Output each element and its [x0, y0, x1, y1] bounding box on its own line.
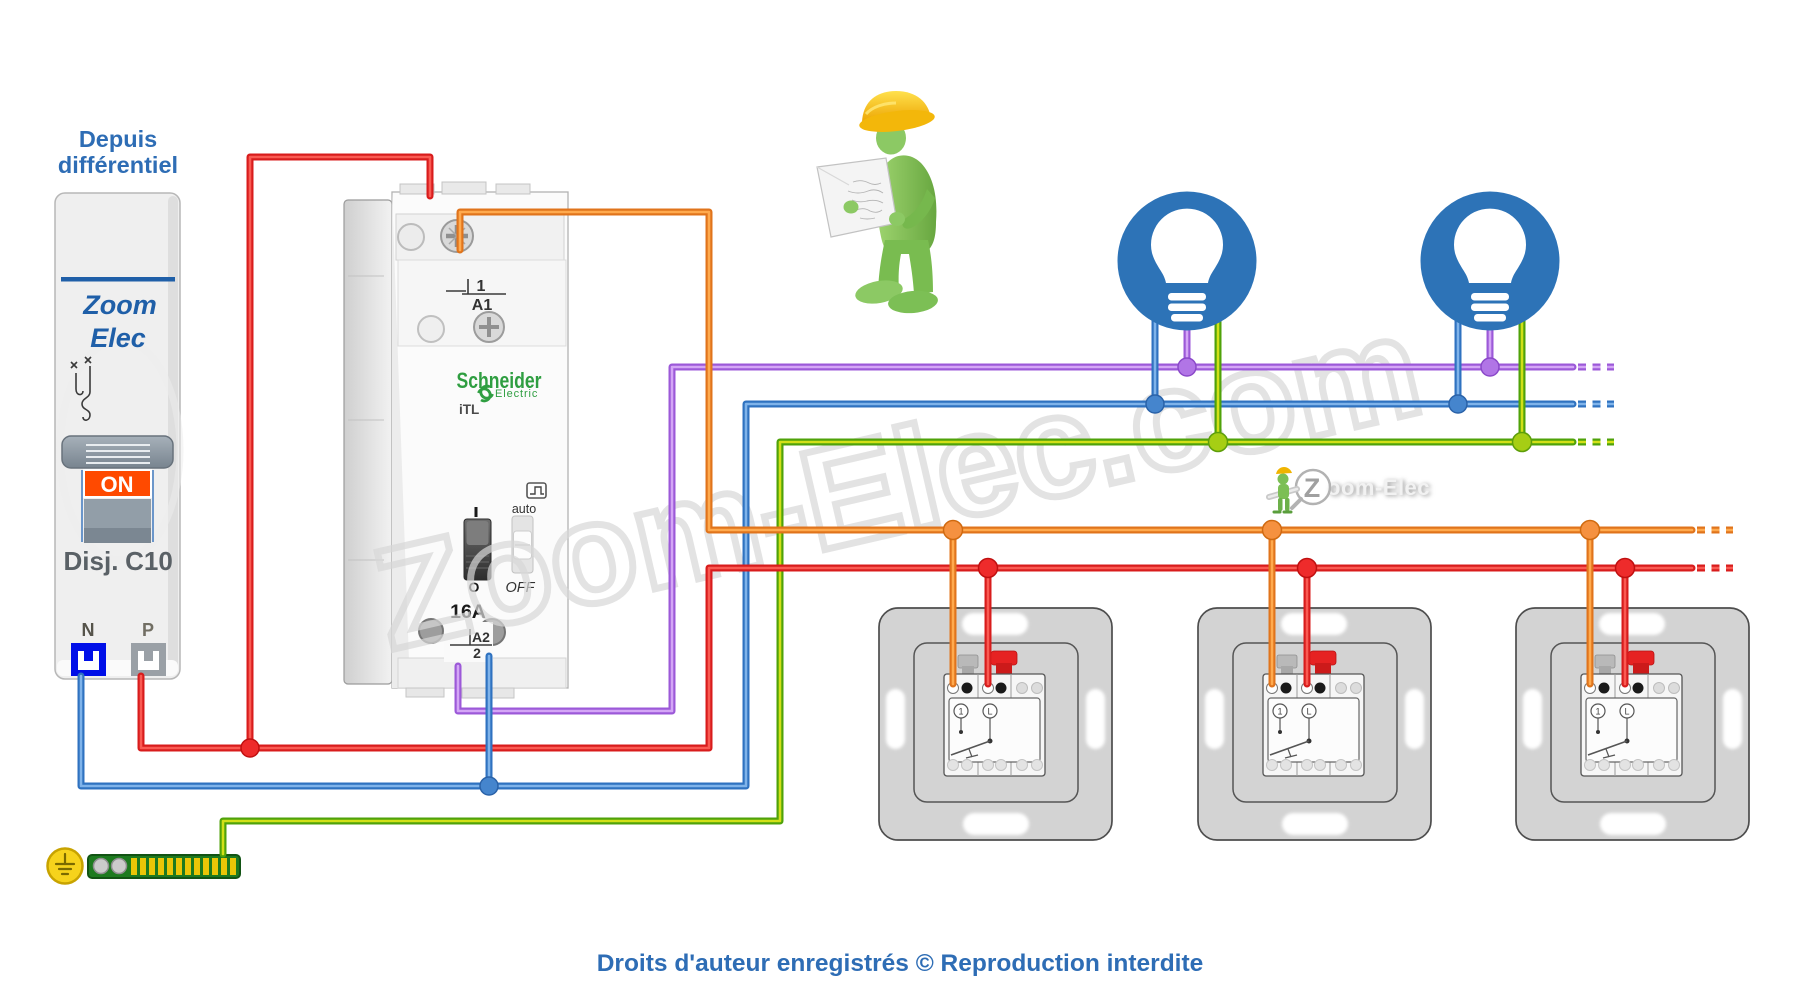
svg-text:oom-Elec: oom-Elec: [1329, 476, 1432, 501]
svg-text:Depuis: Depuis: [79, 126, 157, 152]
svg-text:ON: ON: [101, 472, 134, 497]
svg-text:1: 1: [477, 278, 486, 295]
svg-text:A1: A1: [472, 297, 493, 314]
svg-text:Zoom: Zoom: [82, 290, 157, 320]
svg-text:N: N: [82, 620, 95, 640]
svg-text:auto: auto: [512, 502, 536, 516]
svg-text:différentiel: différentiel: [58, 152, 178, 178]
svg-text:Elec: Elec: [90, 323, 146, 353]
svg-text:Droits d'auteur enregistrés ©: Droits d'auteur enregistrés © Reproducti…: [597, 950, 1204, 977]
svg-text:oom-Elec: oom-Elec: [1327, 475, 1430, 500]
svg-text:Electric: Electric: [495, 388, 539, 400]
svg-text:C10: C10: [125, 546, 173, 576]
svg-text:Disj.: Disj.: [64, 546, 119, 576]
svg-text:16A: 16A: [450, 601, 486, 623]
svg-text:Schneider: Schneider: [457, 368, 542, 393]
svg-text:P: P: [142, 620, 154, 640]
svg-text:Z: Z: [1304, 473, 1321, 503]
svg-text:2: 2: [473, 645, 481, 661]
svg-text:OFF: OFF: [506, 580, 536, 596]
svg-text:O: O: [469, 579, 480, 595]
svg-text:iTL: iTL: [459, 402, 479, 417]
svg-text:A2: A2: [472, 629, 490, 645]
